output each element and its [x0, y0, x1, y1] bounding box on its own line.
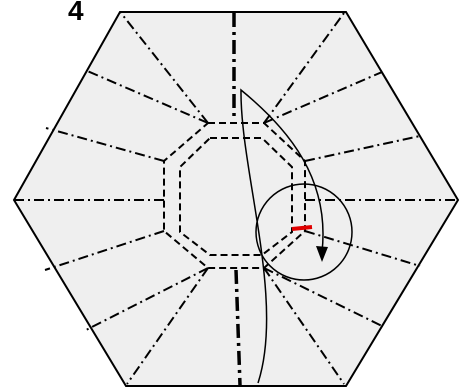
fold-upper-right-1 [263, 71, 383, 124]
swing-arrow-head [316, 246, 328, 262]
fold-lower-left-corner [126, 267, 209, 385]
swing-arrow-path [240, 88, 324, 384]
fold-upper-left-2 [45, 127, 165, 162]
focus-circle [255, 183, 353, 281]
red-reference-mark [291, 225, 313, 231]
fold-upper-right-corner [263, 12, 345, 124]
hexagon-outline [12, 11, 460, 387]
fold-lower-right-2 [263, 267, 383, 327]
fold-lower-left-2 [85, 267, 209, 331]
fold-lower-right-corner [263, 267, 345, 385]
fold-bottom-center [234, 269, 242, 386]
fold-lower-right-1 [304, 230, 421, 267]
mountain-fold-lines [15, 12, 457, 386]
fold-upper-left-corner [120, 12, 209, 124]
step-number: 4 [68, 0, 84, 26]
fold-lower-left-1 [44, 230, 165, 271]
fold-upper-left-1 [84, 69, 209, 124]
